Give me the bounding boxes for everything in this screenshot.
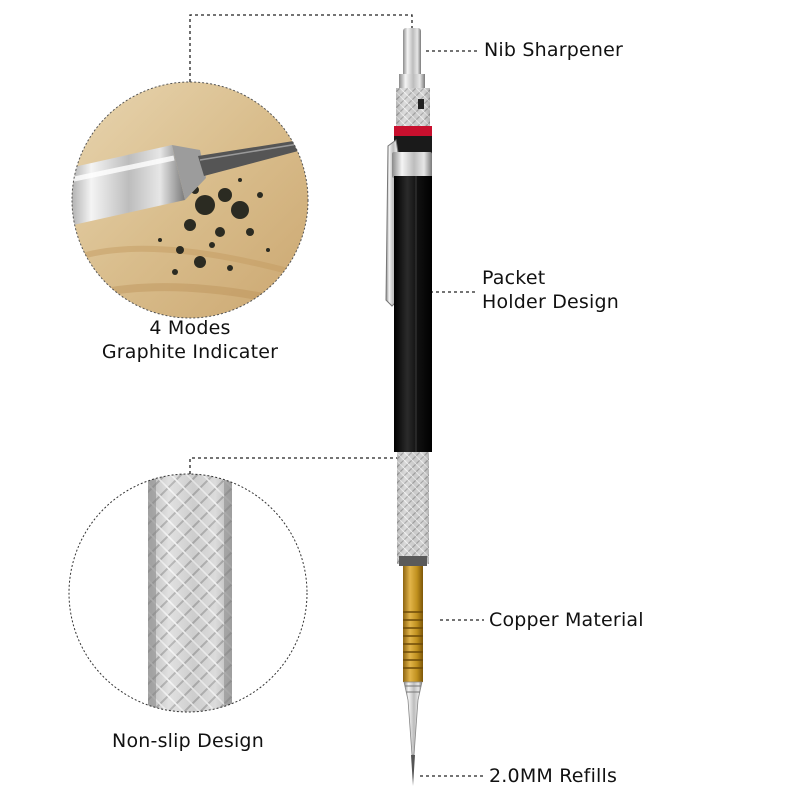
leader-lines: [189, 14, 484, 777]
leader-line-nonslip: [189, 457, 400, 474]
lead: [411, 755, 415, 786]
modes-label-line1: 4 Modes: [149, 317, 231, 339]
copper-material-label: Copper Material: [489, 609, 644, 631]
refills-label: 2.0MM Refills: [489, 765, 618, 787]
knurl-closeup: [68, 473, 308, 713]
nib-sharpener-label: Nib Sharpener: [484, 39, 624, 61]
packet-holder-label-line2: Holder Design: [482, 291, 619, 313]
leader-line-graphite: [189, 14, 413, 82]
red-ring: [394, 126, 432, 136]
black-barrel: [394, 176, 432, 452]
sharpener-cap: [403, 28, 421, 78]
cone-tip: [403, 681, 423, 756]
copper-section: [403, 566, 423, 682]
graphite-closeup: [71, 81, 309, 319]
pencil: [385, 28, 432, 786]
packet-holder-label-line1: Packet: [482, 267, 546, 289]
non-slip-label: Non-slip Design: [112, 730, 264, 752]
modes-label-line2: Graphite Indicater: [101, 341, 279, 363]
